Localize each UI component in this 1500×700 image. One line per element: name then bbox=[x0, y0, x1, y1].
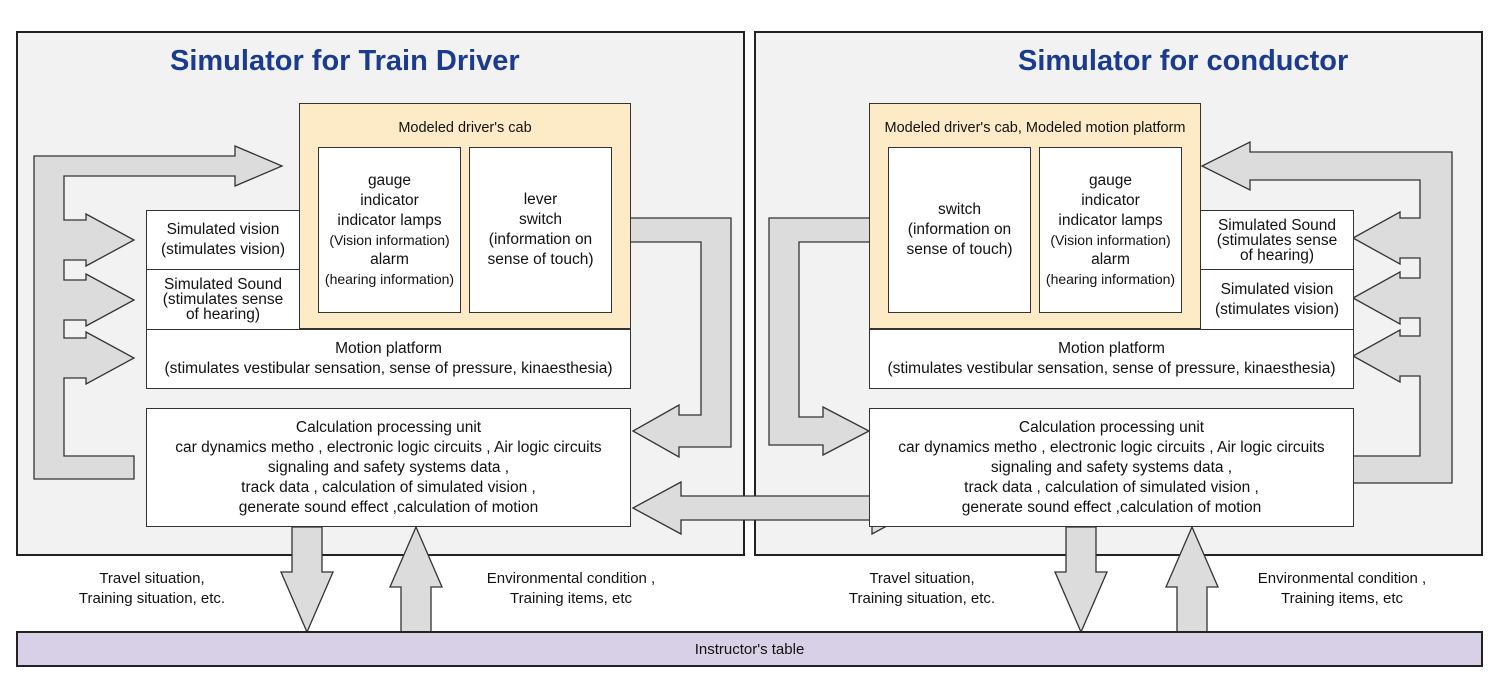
left-feedback-arrow bbox=[33, 145, 284, 480]
left-environmental-condition-label: Environmental condition , Training items… bbox=[486, 570, 656, 607]
driver-simulator-title: Simulator for Train Driver bbox=[170, 45, 520, 77]
driver-motion-platform-box: Motion platform (stimulates vestibular s… bbox=[146, 329, 631, 389]
driver-display-box: gauge indicator indicator lamps (Vision … bbox=[318, 147, 461, 313]
conductor-cab-caption: Modeled driver's cab, Modeled motion pla… bbox=[884, 120, 1186, 136]
right-env-up-arrow bbox=[1165, 525, 1219, 633]
right-environmental-condition-label: Environmental condition , Training items… bbox=[1257, 570, 1427, 607]
instructors-table-label: Instructor's table bbox=[694, 640, 805, 658]
right-travel-down-arrow bbox=[1054, 526, 1108, 634]
conductor-simulated-sound-box: Simulated Sound (stimulates sense of hea… bbox=[1200, 210, 1354, 270]
conductor-simulator-title: Simulator for conductor bbox=[1018, 45, 1349, 77]
driver-simulated-vision-box: Simulated vision (stimulates vision) bbox=[146, 210, 300, 270]
driver-cab-caption: Modeled driver's cab bbox=[398, 120, 532, 136]
left-travel-down-arrow bbox=[280, 526, 334, 634]
driver-control-box: lever switch (information on sense of to… bbox=[469, 147, 612, 313]
conductor-simulated-vision-box: Simulated vision (stimulates vision) bbox=[1200, 269, 1354, 330]
conductor-calculation-unit-box: Calculation processing unit car dynamics… bbox=[869, 408, 1354, 527]
conductor-control-box: switch (information on sense of touch) bbox=[888, 147, 1031, 313]
left-env-up-arrow bbox=[389, 525, 443, 633]
conductor-display-box: gauge indicator indicator lamps (Vision … bbox=[1039, 147, 1182, 313]
left-travel-situation-label: Travel situation, Training situation, et… bbox=[78, 570, 226, 607]
driver-calculation-unit-box: Calculation processing unit car dynamics… bbox=[146, 408, 631, 527]
right-feedback-arrow bbox=[1200, 140, 1453, 484]
instructors-table-bar: Instructor's table bbox=[16, 631, 1483, 667]
driver-simulated-sound-box: Simulated Sound (stimulates sense of hea… bbox=[146, 269, 300, 330]
right-travel-situation-label: Travel situation, Training situation, et… bbox=[848, 570, 996, 607]
conductor-motion-platform-box: Motion platform (stimulates vestibular s… bbox=[869, 329, 1354, 389]
